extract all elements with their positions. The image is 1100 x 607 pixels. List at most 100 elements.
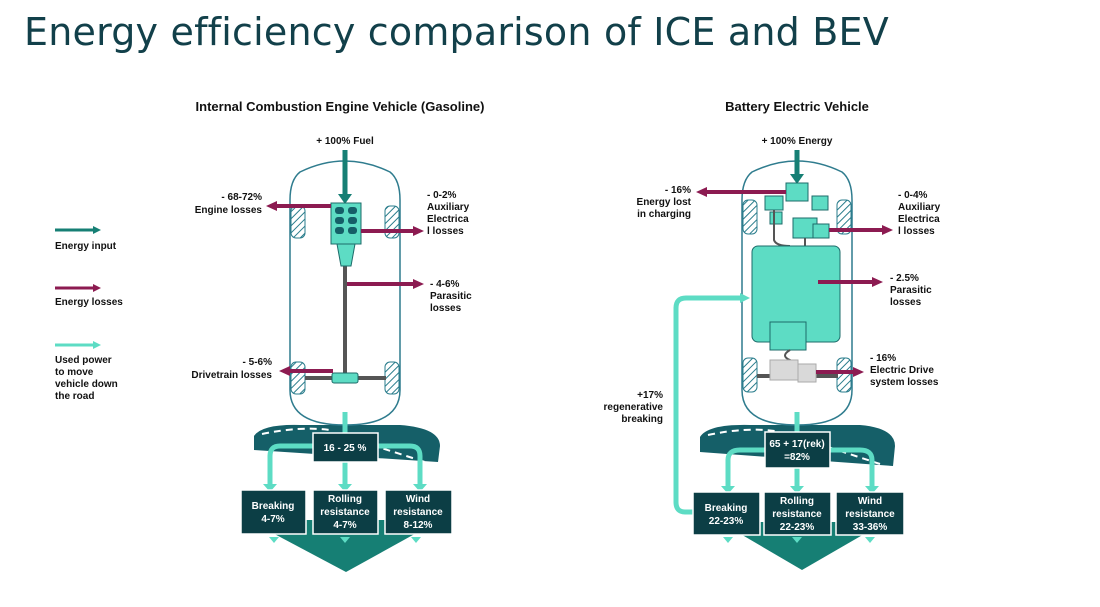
bev-flow-arrowheads bbox=[721, 486, 879, 543]
legend-used-label-2: to move bbox=[55, 367, 94, 378]
ice-total-box bbox=[312, 432, 379, 463]
bev-gearbox bbox=[797, 363, 817, 383]
bev-wheel-fr bbox=[836, 199, 852, 235]
bev-rolling-value: 22-23% bbox=[780, 522, 815, 533]
legend-used-label-3: vehicle down bbox=[55, 379, 118, 390]
ice-wheel-rr bbox=[384, 361, 400, 395]
ice-parasitic-loss-arrow bbox=[347, 279, 424, 289]
bev-aux-loss-label-2: Electrica bbox=[898, 214, 940, 225]
bev-parasitic-pct: - 2.5% bbox=[890, 273, 919, 284]
bev-wind-label-1: Wind bbox=[858, 496, 882, 507]
bev-energy-input-arrow bbox=[790, 150, 804, 184]
ice-aux-loss-pct: - 0-2% bbox=[427, 190, 457, 201]
ice-differential bbox=[331, 372, 359, 384]
bev-wheel-rl bbox=[742, 357, 758, 393]
bev-total-box bbox=[764, 431, 831, 469]
ice-breaking-value: 4-7% bbox=[261, 514, 284, 525]
ice-parasitic-label-2: losses bbox=[430, 303, 462, 314]
bev-parasitic-loss-arrow bbox=[818, 277, 883, 287]
ice-rolling-label-1: Rolling bbox=[328, 494, 362, 505]
ice-breaking-label: Breaking bbox=[252, 501, 295, 512]
legend-used-arrow bbox=[55, 341, 101, 349]
ice-diagram: Internal Combustion Engine Vehicle (Gaso… bbox=[191, 99, 484, 572]
legend-losses-label: Energy losses bbox=[55, 297, 123, 308]
ice-aux-loss-label-2: Electrica bbox=[427, 214, 469, 225]
ice-rolling-label-2: resistance bbox=[320, 507, 370, 518]
bev-total-label-1: 65 + 17(rek) bbox=[769, 439, 824, 450]
ice-fuel-input-arrow bbox=[338, 150, 352, 204]
ice-engine bbox=[330, 202, 362, 267]
ice-rolling-value: 4-7% bbox=[333, 520, 356, 531]
ice-engine-loss-label: Engine losses bbox=[195, 205, 263, 216]
bev-wheel-fl bbox=[742, 199, 758, 235]
bev-charging-label-2: in charging bbox=[637, 209, 691, 220]
ice-wind-label-1: Wind bbox=[406, 494, 430, 505]
ice-heading: Internal Combustion Engine Vehicle (Gaso… bbox=[196, 99, 485, 114]
bev-regen-pct: +17% bbox=[637, 390, 663, 401]
legend-used-label-1: Used power bbox=[55, 355, 112, 366]
page-title: Energy efficiency comparison of ICE and … bbox=[24, 10, 889, 54]
legend: Energy input Energy losses Used power to… bbox=[55, 226, 123, 402]
legend-used-label-4: the road bbox=[55, 391, 94, 402]
bev-breaking-label: Breaking bbox=[705, 503, 748, 514]
bev-total-label-2: =82% bbox=[784, 452, 810, 463]
ice-wheel-fr bbox=[384, 205, 400, 239]
ice-drivetrain-label: Drivetrain losses bbox=[191, 370, 272, 381]
bev-breaking-value: 22-23% bbox=[709, 516, 744, 527]
legend-losses-arrow bbox=[55, 284, 101, 292]
bev-rolling-box: Rolling resistance 22-23% bbox=[763, 491, 832, 536]
bev-drive-label-2: system losses bbox=[870, 377, 939, 388]
ice-wind-box: Wind resistance 8-12% bbox=[384, 489, 453, 535]
ice-aux-loss-arrow bbox=[361, 226, 424, 236]
bev-charging-loss-arrow bbox=[696, 187, 786, 197]
bev-aux-loss-label-3: l losses bbox=[898, 226, 935, 237]
bev-wind-box: Wind resistance 33-36% bbox=[835, 491, 905, 536]
bev-regen-loop bbox=[673, 293, 750, 515]
ice-engine-loss-pct: - 68-72% bbox=[221, 192, 262, 203]
ice-parasitic-pct: - 4-6% bbox=[430, 279, 460, 290]
ice-used-power-flow bbox=[267, 412, 423, 486]
bev-drive-pct: - 16% bbox=[870, 353, 896, 364]
bev-charger-cluster bbox=[764, 182, 830, 247]
bev-input-label: + 100% Energy bbox=[762, 136, 833, 147]
bev-electric-motor bbox=[769, 359, 799, 381]
bev-wind-label-2: resistance bbox=[845, 509, 895, 520]
bev-regen-label-1: regenerative bbox=[604, 402, 664, 413]
ice-wind-label-2: resistance bbox=[393, 507, 443, 518]
bev-parasitic-label-1: Parasitic bbox=[890, 285, 932, 296]
bev-charging-pct: - 16% bbox=[665, 185, 691, 196]
bev-drive-label-1: Electric Drive bbox=[870, 365, 934, 376]
bev-aux-loss-arrow bbox=[829, 225, 893, 235]
bev-parasitic-label-2: losses bbox=[890, 297, 922, 308]
bev-diagram: Battery Electric Vehicle + 100% Energy bbox=[604, 99, 941, 570]
ice-drivetrain-loss-arrow bbox=[279, 366, 333, 376]
legend-input-arrow bbox=[55, 226, 101, 234]
ice-flow-arrowheads bbox=[263, 484, 427, 543]
bev-motor-controller bbox=[769, 321, 807, 351]
bev-wind-value: 33-36% bbox=[853, 522, 888, 533]
bev-aux-loss-label-1: Auxiliary bbox=[898, 202, 941, 213]
bev-drive-loss-arrow bbox=[816, 367, 864, 377]
bev-rolling-label-1: Rolling bbox=[780, 496, 814, 507]
ice-rolling-box: Rolling resistance 4-7% bbox=[312, 489, 379, 535]
bev-breaking-box: Breaking 22-23% bbox=[692, 491, 761, 536]
bev-aux-loss-pct: - 0-4% bbox=[898, 190, 928, 201]
ice-engine-loss-arrow bbox=[266, 201, 331, 211]
ice-parasitic-label-1: Parasitic bbox=[430, 291, 472, 302]
bev-rolling-label-2: resistance bbox=[772, 509, 822, 520]
ice-total-label: 16 - 25 % bbox=[324, 443, 367, 454]
bev-charging-label-1: Energy lost bbox=[637, 197, 692, 208]
ice-drivetrain-pct: - 5-6% bbox=[243, 357, 273, 368]
bev-wheel-rr bbox=[836, 357, 852, 393]
ice-aux-loss-label-1: Auxiliary bbox=[427, 202, 470, 213]
bev-heading: Battery Electric Vehicle bbox=[725, 99, 869, 114]
bev-used-power-flow bbox=[725, 412, 875, 488]
legend-input-label: Energy input bbox=[55, 241, 117, 252]
ice-input-label: + 100% Fuel bbox=[316, 136, 374, 147]
ice-wind-value: 8-12% bbox=[404, 520, 433, 531]
bev-regen-label-2: breaking bbox=[621, 414, 663, 425]
ice-aux-loss-label-3: l losses bbox=[427, 226, 464, 237]
ice-wheel-fl bbox=[290, 205, 306, 239]
ice-wheel-rl bbox=[290, 361, 306, 395]
